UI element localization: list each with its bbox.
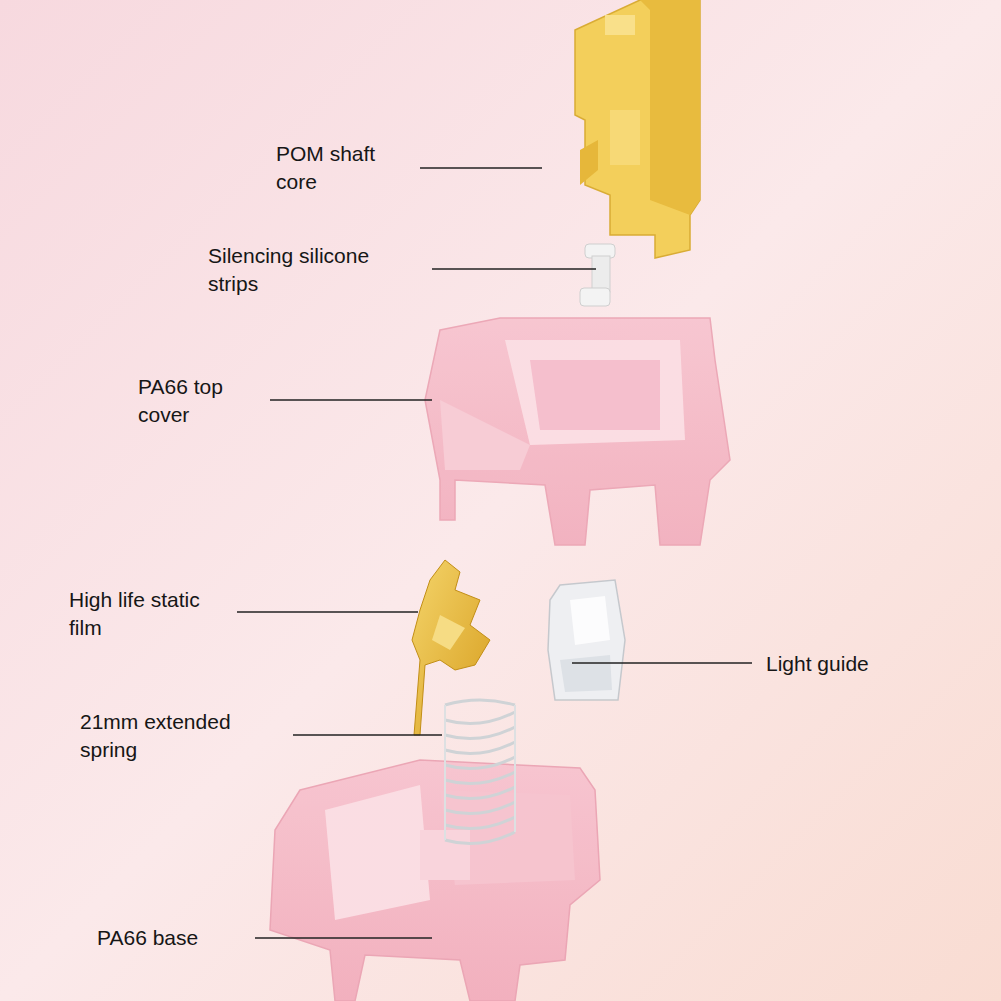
light-guide bbox=[548, 580, 625, 700]
contact-leaf bbox=[412, 560, 490, 735]
part-label: PA66 top cover bbox=[138, 373, 253, 429]
silicone-strip bbox=[580, 244, 615, 306]
part-label: Silencing silicone strips bbox=[208, 242, 413, 298]
part-label: PA66 base bbox=[97, 924, 257, 952]
top-housing bbox=[425, 318, 730, 545]
part-label: 21mm extended spring bbox=[80, 708, 270, 764]
base-housing bbox=[270, 760, 600, 1001]
part-label: POM shaft core bbox=[276, 140, 401, 196]
stem bbox=[575, 0, 700, 258]
part-label: High life static film bbox=[69, 586, 234, 642]
leader-lines bbox=[237, 168, 752, 938]
spring bbox=[445, 700, 515, 844]
part-label: Light guide bbox=[766, 650, 966, 678]
